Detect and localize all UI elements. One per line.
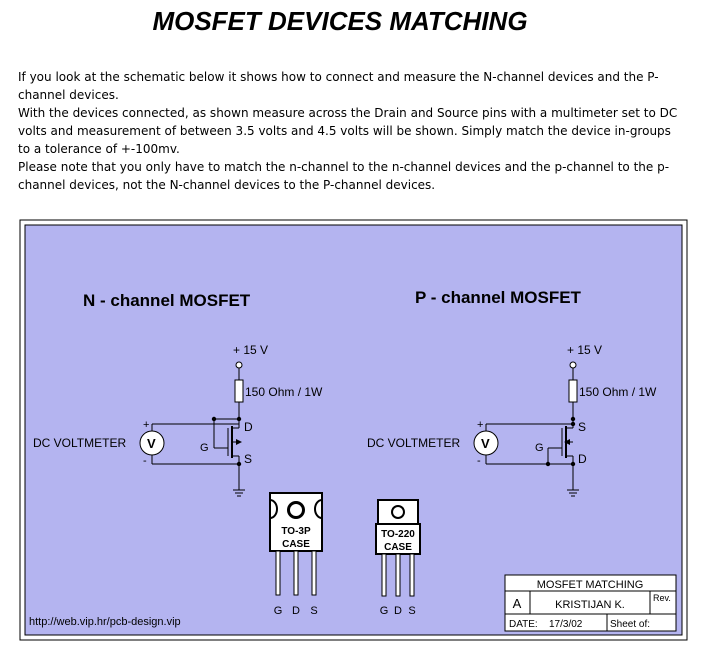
n-resistor-label: 150 Ohm / 1W [245,385,323,399]
intro-paragraph: If you look at the schematic below it sh… [18,70,659,102]
p-channel-title: P - channel MOSFET [415,288,582,307]
schematic-background [24,224,683,636]
to220-pin-g: G [380,605,389,617]
to220-case: CASE [384,542,412,553]
title-block-rev-code: A [513,596,522,611]
p-voltmeter-letter: V [481,436,490,451]
to220-name: TO-220 [381,529,415,540]
to220-pin-s: S [408,605,415,617]
title-block-date-label: DATE: [509,619,538,630]
p-supply-label: + 15 V [567,343,602,357]
n-channel-title: N - channel MOSFET [83,291,251,310]
to220-pin-d: D [394,605,402,617]
title-block-author: KRISTIJAN K. [555,599,625,611]
to3p-name: TO-3P [281,526,311,537]
p-minus-label: - [477,455,481,467]
n-voltmeter-symbol [139,430,165,456]
p-voltmeter-symbol [473,430,499,456]
source-url: http://web.vip.hr/pcb-design.vip [29,616,181,628]
p-voltmeter-label: DC VOLTMETER [367,436,460,450]
p-drain-label: D [578,452,587,466]
title-block-title: MOSFET MATCHING [537,579,644,591]
n-source-label: S [244,452,252,466]
intro-paragraph: Please note that you only have to match … [18,160,670,192]
page-title: MOSFET DEVICES MATCHING [152,6,528,36]
p-source-label: S [578,420,586,434]
to3p-case: CASE [282,539,310,550]
intro-text: If you look at the schematic below it sh… [18,68,686,194]
to3p-pin-s: S [310,605,317,617]
intro-paragraph: With the devices connected, as shown mea… [18,106,678,156]
title-block-date: 17/3/02 [549,619,583,630]
p-plus-label: + [477,419,483,431]
p-resistor [568,379,578,403]
to3p-package: TO-3P CASE G D S [269,492,323,617]
n-supply-terminal [235,361,243,369]
n-plus-label: + [143,419,149,431]
p-gate-label: G [535,442,544,454]
p-channel-circuit: P - channel MOSFET + 15 V 150 Ohm / 1W S… [367,288,657,497]
n-voltmeter-letter: V [147,436,156,451]
n-minus-label: - [143,455,147,467]
n-voltmeter-label: DC VOLTMETER [33,436,126,450]
title-block: MOSFET MATCHING A KRISTIJAN K. Rev. DATE… [504,574,677,632]
title-block-sheet: Sheet of: [610,619,650,630]
n-channel-circuit: N - channel MOSFET + 15 V 150 Ohm / 1W D… [33,291,323,497]
p-supply-terminal [569,361,577,369]
to3p-pin-d: D [292,605,300,617]
n-resistor [234,379,244,403]
n-drain-label: D [244,420,253,434]
to220-package: TO-220 CASE G D S [375,499,421,617]
title-block-rev-label: Rev. [653,593,671,603]
to3p-pin-g: G [274,605,283,617]
n-gate-label: G [200,442,209,454]
p-resistor-label: 150 Ohm / 1W [579,385,657,399]
n-supply-label: + 15 V [233,343,268,357]
